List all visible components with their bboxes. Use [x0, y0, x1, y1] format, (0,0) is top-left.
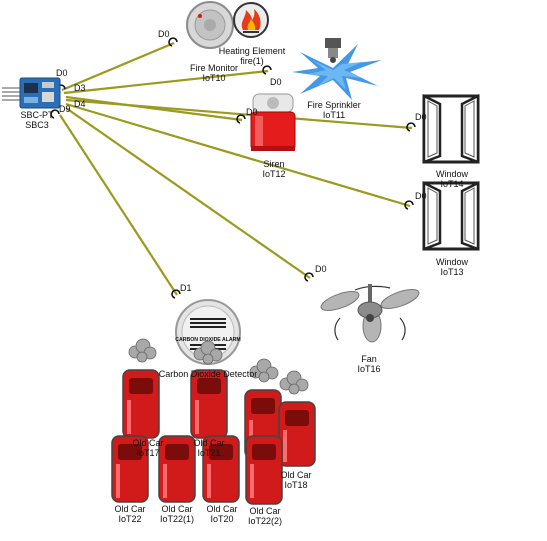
port-connectors: [50, 37, 416, 299]
device-label-window13: Window IoT13: [436, 257, 468, 277]
connector-sbc-d9[interactable]: [50, 109, 60, 119]
smoke-icon: [193, 340, 223, 365]
link-sbc-window13[interactable]: [65, 102, 411, 208]
device-label-car-17: Old Car IoT17: [132, 438, 163, 458]
link-sbc-fire-monitor[interactable]: [61, 41, 175, 92]
sprinkler-icon[interactable]: [292, 38, 382, 100]
device-name: Fire Sprinkler: [307, 100, 361, 110]
device-id: SBC3: [25, 120, 49, 130]
device-label-fan: Fan IoT16: [357, 354, 380, 374]
link-sbc-co-detector[interactable]: [59, 114, 178, 296]
port-label-sbc-d4: D4: [74, 99, 86, 109]
port-label-co: D1: [180, 283, 192, 293]
smoke-icon: [279, 370, 309, 395]
device-name: Fire Monitor: [189, 63, 239, 73]
co-detector-icon[interactable]: CARBON DIOXIDE ALARM: [175, 299, 241, 365]
device-label-fire-monitor: Fire Monitor IoT10: [190, 63, 238, 83]
connector-sprinkler[interactable]: [262, 65, 272, 75]
device-label-car-22: Old Car IoT22: [114, 504, 145, 524]
smoke-icon: [249, 358, 279, 383]
device-id: IoT22(2): [247, 516, 283, 526]
port-label-window14: D0: [415, 112, 427, 122]
car-icon[interactable]: [111, 435, 149, 503]
device-id: IoT10: [202, 73, 226, 83]
car-icon[interactable]: [122, 369, 160, 439]
device-label-siren: Siren IoT12: [262, 159, 285, 179]
device-label-car-20: Old Car IoT20: [206, 504, 237, 524]
device-id: IoT16: [357, 364, 381, 374]
link-sbc-sprinkler[interactable]: [63, 69, 269, 95]
device-name: Old Car: [114, 504, 146, 514]
device-name: Old Car: [132, 438, 164, 448]
connection-links: [59, 41, 413, 296]
port-label-siren: D0: [246, 107, 258, 117]
device-id: IoT21: [197, 448, 221, 458]
device-id: IoT22(1): [159, 514, 195, 524]
car-icon[interactable]: [190, 369, 228, 439]
port-label-sbc-d0: D0: [56, 68, 68, 78]
siren-icon[interactable]: [250, 93, 296, 151]
link-sbc-fan[interactable]: [65, 107, 311, 279]
device-id: IoT13: [440, 267, 464, 277]
device-label-car-18: Old Car IoT18: [280, 470, 311, 490]
device-name: Carbon Dioxide Detector: [158, 369, 258, 379]
device-name: Old Car: [280, 470, 312, 480]
device-label-car-22-2: Old Car IoT22(2): [248, 506, 282, 526]
smoke-puffs: [128, 338, 309, 395]
device-label-car-21: Old Car IoT21: [193, 438, 224, 458]
device-id: IoT17: [136, 448, 160, 458]
device-name: Window: [435, 169, 469, 179]
sbc-board-icon[interactable]: [2, 77, 61, 109]
device-label-car-22-1: Old Car IoT22(1): [160, 504, 194, 524]
window-icon[interactable]: [422, 180, 480, 251]
port-label-sbc-d9: D9: [59, 104, 71, 114]
connector-fan[interactable]: [304, 272, 314, 282]
device-name: Siren: [263, 159, 285, 169]
connector-fire-monitor[interactable]: [168, 37, 178, 47]
device-name: Fan: [361, 354, 377, 364]
fan-icon[interactable]: [319, 284, 421, 343]
link-sbc-siren[interactable]: [65, 95, 243, 122]
device-name: Old Car: [249, 506, 281, 516]
device-id: IoT12: [262, 169, 286, 179]
device-id: fire(1): [240, 56, 264, 66]
car-icon[interactable]: [245, 435, 283, 505]
device-id: IoT14: [440, 179, 464, 189]
device-label-window14: Window IoT14: [436, 169, 468, 189]
co-detector-face-text: CARBON DIOXIDE ALARM: [175, 337, 241, 343]
device-name: SBC-PT: [20, 110, 54, 120]
connector-window13[interactable]: [404, 200, 414, 210]
smoke-icon: [128, 338, 157, 363]
device-name: Window: [435, 257, 469, 267]
connector-co[interactable]: [171, 289, 181, 299]
device-label-sbc: SBC-PT SBC3: [20, 110, 53, 130]
port-label-fire-monitor: D0: [158, 29, 170, 39]
car-icon[interactable]: [278, 401, 316, 467]
car-icon[interactable]: [202, 435, 240, 503]
device-label-sprinkler: Fire Sprinkler IoT11: [307, 100, 361, 120]
port-label-window13: D0: [415, 191, 427, 201]
device-label-heating-element: Heating Element fire(1): [219, 46, 286, 66]
device-name: Heating Element: [218, 46, 286, 56]
port-label-sbc-d3: D3: [74, 83, 86, 93]
device-id: IoT11: [322, 110, 346, 120]
device-name: Old Car: [193, 438, 225, 448]
window-icon[interactable]: [422, 93, 480, 164]
car-icon[interactable]: [158, 435, 196, 503]
port-label-fan: D0: [315, 264, 327, 274]
device-id: IoT22: [118, 514, 142, 524]
connector-siren[interactable]: [236, 114, 246, 124]
cars: [111, 369, 316, 505]
device-label-co-detector: Carbon Dioxide Detector: [159, 369, 258, 379]
device-name: Old Car: [161, 504, 193, 514]
device-id: IoT20: [210, 514, 234, 524]
device-name: Old Car: [206, 504, 238, 514]
connector-window14[interactable]: [406, 122, 416, 132]
fire-monitor-icon[interactable]: [186, 1, 234, 49]
port-label-sprinkler: D0: [270, 77, 282, 87]
link-sbc-window14[interactable]: [65, 98, 413, 130]
device-id: IoT18: [284, 480, 308, 490]
fire-icon[interactable]: [233, 2, 269, 38]
